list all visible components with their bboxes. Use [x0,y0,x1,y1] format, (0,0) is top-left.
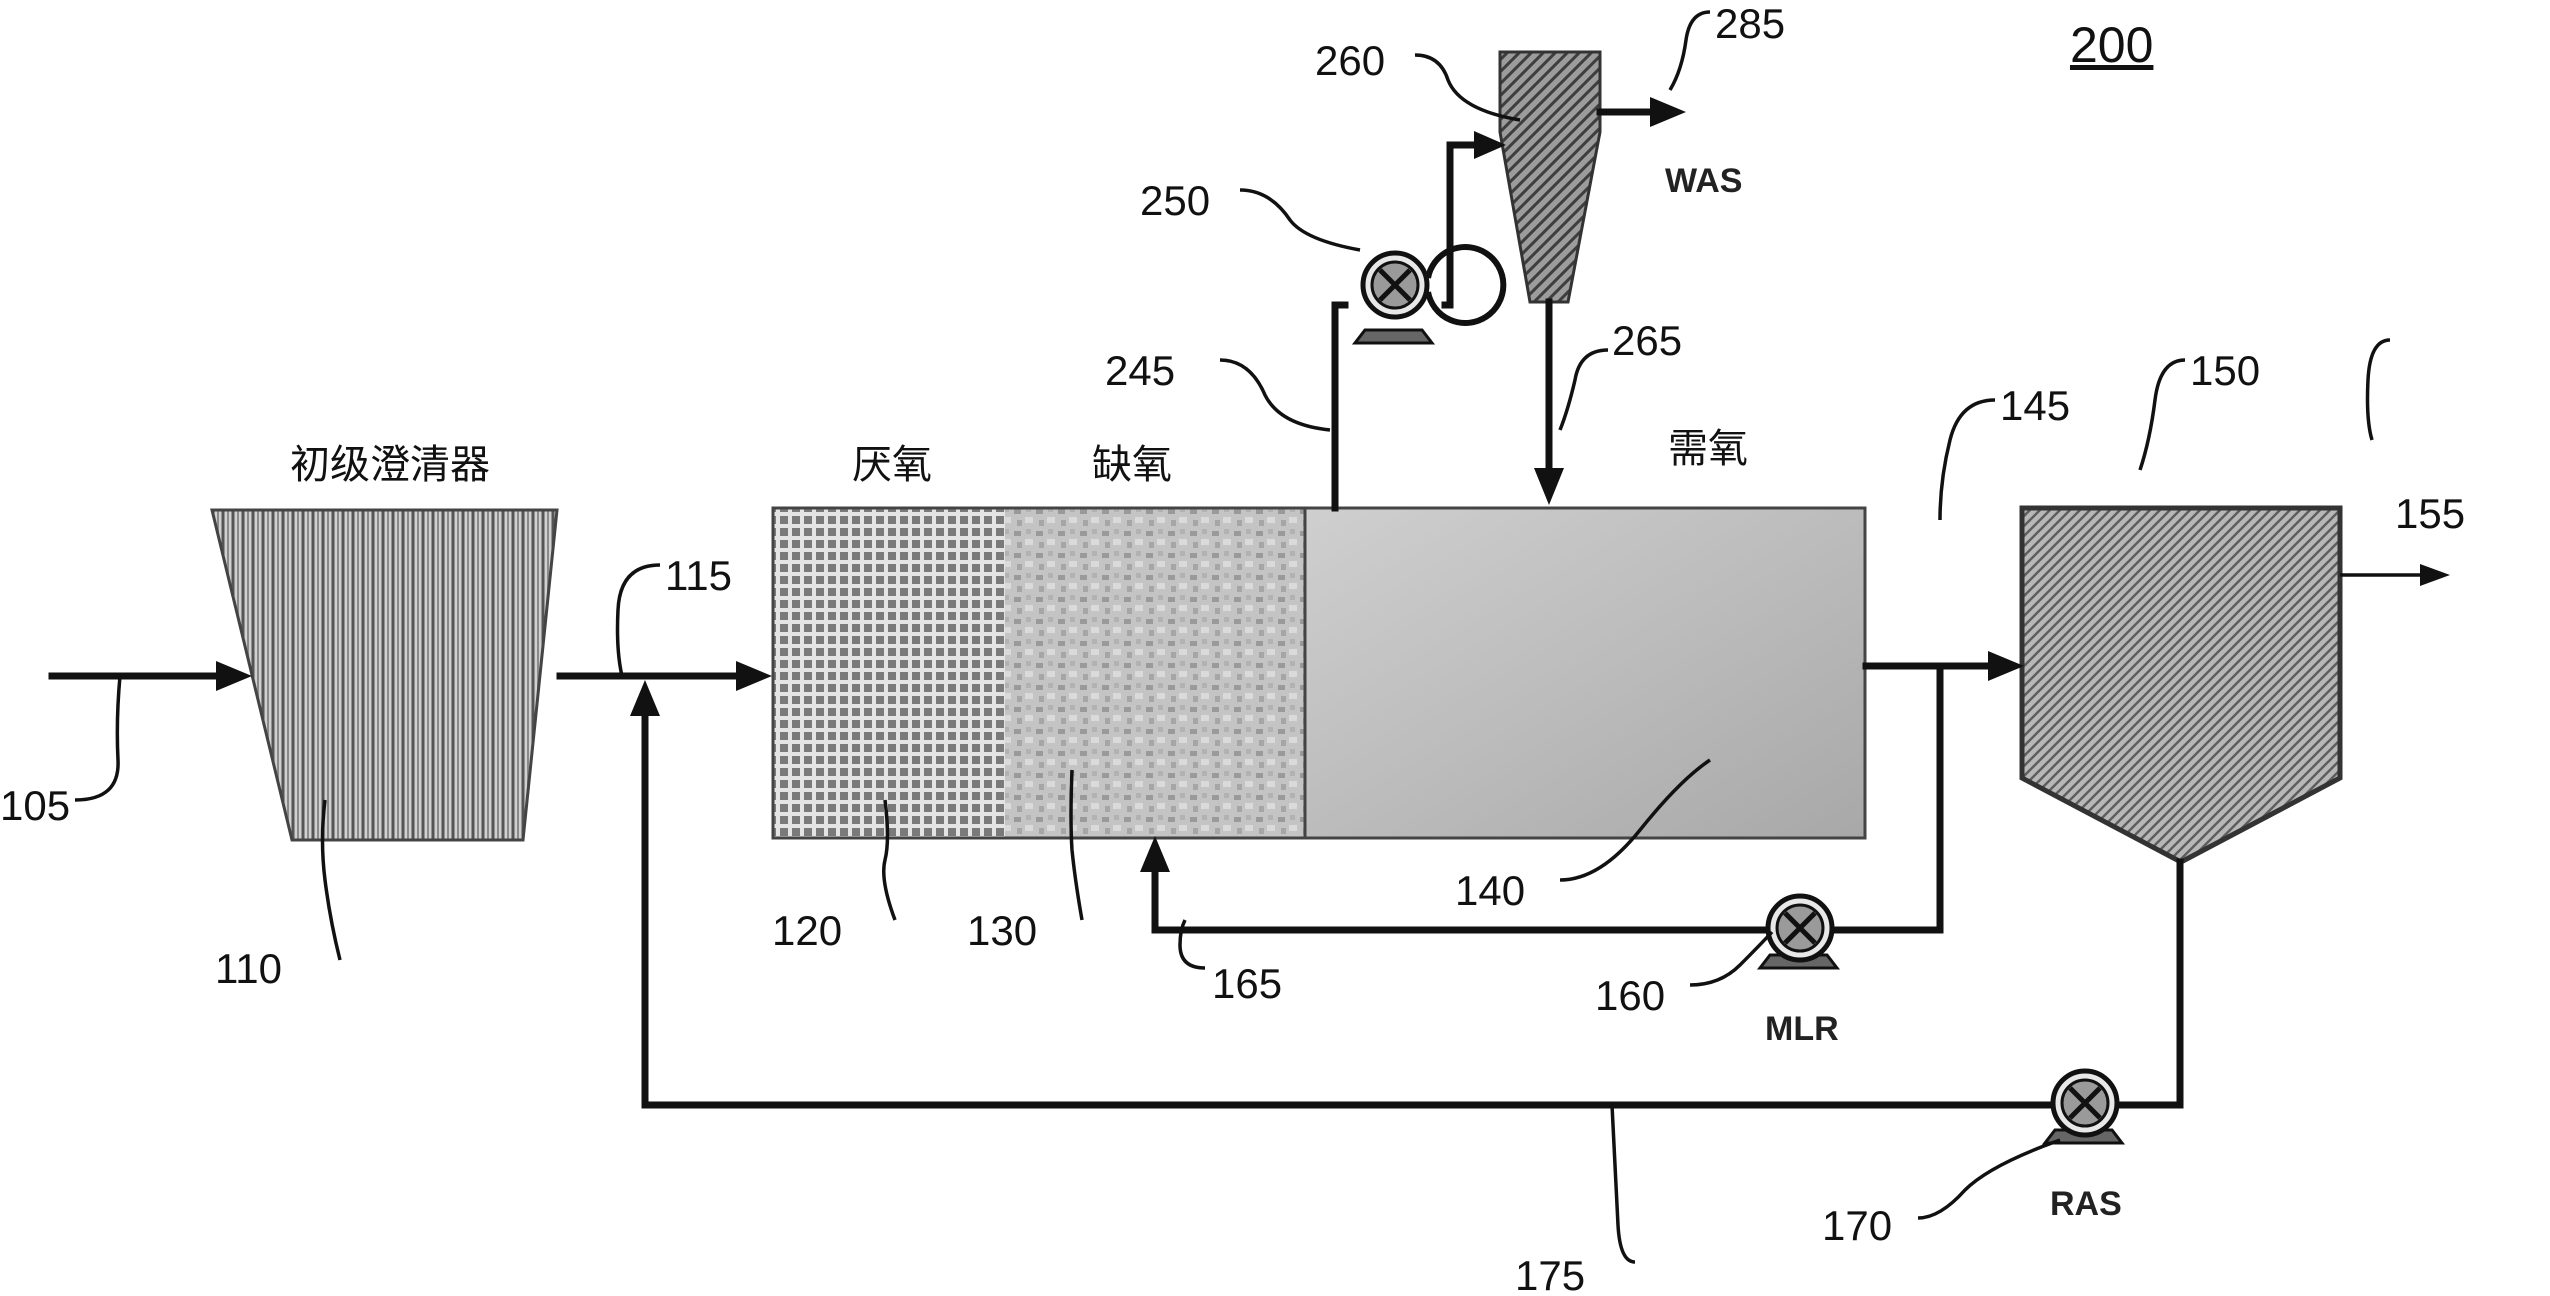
piping [48,97,2450,1109]
anaerobic-label: 厌氧 [852,442,932,488]
aerobic-zone [1305,508,1865,838]
ref-140: 140 [1455,867,1525,914]
anaerobic-zone [773,508,1005,838]
ref-165: 165 [1212,960,1282,1007]
ref-170: 170 [1822,1202,1892,1249]
ref-160: 160 [1595,972,1665,1019]
primary-clarifier [210,508,559,842]
ref-150: 150 [2190,347,2260,394]
aerobic-label: 需氧 [1668,426,1748,472]
ref-265: 265 [1612,317,1682,364]
was-label: WAS [1665,162,1742,200]
anoxic-zone [1005,508,1305,838]
mlr-label: MLR [1765,1010,1839,1048]
ref-175: 175 [1515,1252,1585,1296]
leader-lines [74,10,2391,1264]
ref-250: 250 [1140,177,1210,224]
hydrocyclone [1498,50,1602,304]
ref-155: 155 [2395,490,2465,537]
figure-number: 200 [2070,17,2153,73]
ref-110: 110 [215,945,282,992]
anoxic-label: 缺氧 [1092,442,1172,488]
ref-245: 245 [1105,347,1175,394]
ref-115: 115 [665,552,732,599]
ref-285: 285 [1715,0,1785,47]
pump-250 [1351,244,1507,345]
ras-pump [2041,1068,2126,1145]
secondary-clarifier [2019,505,2343,865]
ref-120: 120 [772,907,842,954]
ref-130: 130 [967,907,1037,954]
ref-145: 145 [2000,382,2070,429]
labels: 200 初级澄清器 厌氧 缺氧 需氧 WAS MLR RAS 105 110 1… [0,0,2465,1296]
primary-clarifier-label: 初级澄清器 [290,442,490,488]
ref-105: 105 [0,782,70,829]
ref-260: 260 [1315,37,1385,84]
bioreactor-tank [771,506,1867,840]
ras-label: RAS [2050,1185,2122,1223]
mlr-pump [1756,893,1841,970]
